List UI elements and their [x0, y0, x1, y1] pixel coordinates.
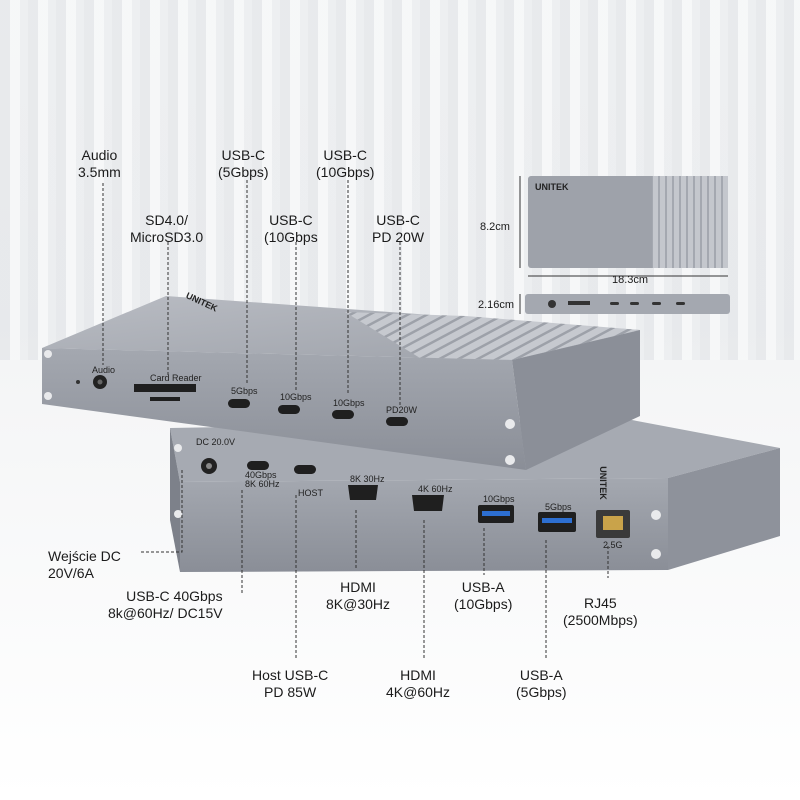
label-rj45: RJ45 (2500Mbps) [563, 595, 638, 628]
print-usba-5: 5Gbps [545, 502, 572, 512]
label-usbc-pd20w: USB-C PD 20W [372, 212, 425, 245]
label-host-usbc: Host USB-C PD 85W [252, 667, 329, 700]
print-host: HOST [298, 488, 324, 498]
print-usba-10: 10Gbps [483, 494, 515, 504]
print-audio: Audio [92, 365, 116, 375]
brand-mark-rear: UNITEK [597, 466, 608, 500]
print-dc: DC 20.0V [196, 437, 236, 447]
callout-lines [102, 180, 609, 660]
top-view-inset [519, 176, 730, 314]
label-hdmi-8k: HDMI 8K@30Hz [326, 579, 391, 612]
print-card-reader: Card Reader [150, 373, 202, 383]
dimension-depth: 2.16cm [478, 299, 515, 311]
label-audio: Audio 3.5mm [78, 147, 121, 180]
print-40gbps: 40Gbps 8K 60Hz [245, 470, 280, 489]
label-dc-input: Wejście DC 20V/6A [48, 548, 121, 581]
print-hdmi-4k: 4K 60Hz [418, 484, 453, 494]
label-usbc-10gbps-mid: USB-C (10Gbps [264, 212, 318, 245]
label-usbc-40gbps: USB-C 40Gbps 8k@60Hz/ DC15V [108, 588, 223, 621]
print-rj45-speed: 2.5G [603, 540, 623, 550]
dock-front-unit [42, 296, 640, 470]
print-10gbps-a: 10Gbps [280, 392, 312, 402]
label-usba-5gbps: USB-A (5Gbps) [516, 667, 567, 700]
label-hdmi-4k: HDMI 4K@60Hz [386, 667, 451, 700]
print-hdmi-8k: 8K 30Hz [350, 474, 385, 484]
print-pd20w: PD20W [386, 405, 418, 415]
dimension-height: 8.2cm [480, 221, 510, 233]
label-usbc-5gbps: USB-C (5Gbps) [218, 147, 269, 180]
label-sd-card: SD4.0/ MicroSD3.0 [130, 212, 204, 245]
dimension-width: 18.3cm [612, 274, 649, 286]
print-10gbps-b: 10Gbps [333, 398, 365, 408]
label-usba-10gbps: USB-A (10Gbps) [454, 579, 513, 612]
print-5gbps: 5Gbps [231, 386, 258, 396]
label-usbc-10gbps-top: USB-C (10Gbps) [316, 147, 375, 180]
brand-mark-inset: UNITEK [535, 182, 569, 192]
